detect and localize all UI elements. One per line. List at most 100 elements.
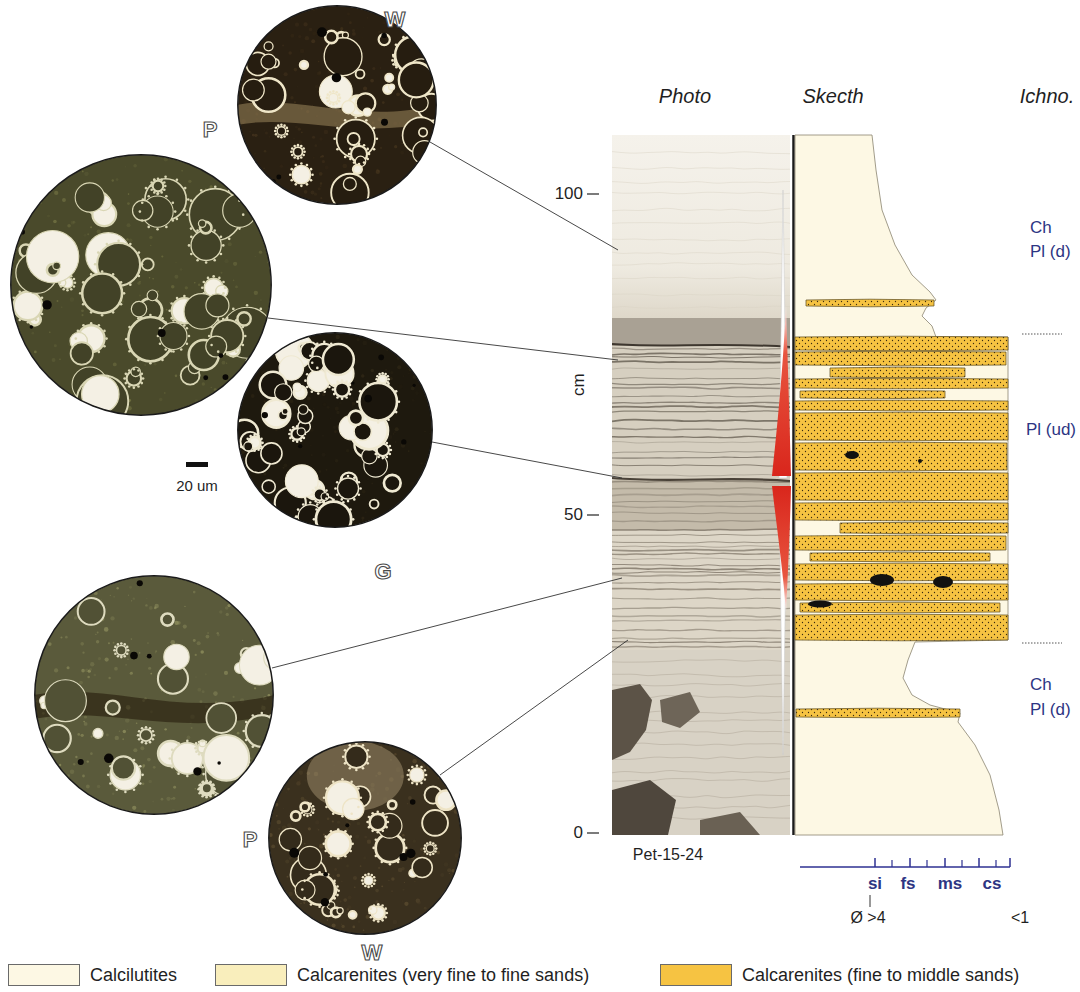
speck: [194, 159, 196, 161]
opaque-grain: [39, 760, 44, 765]
calcarenite-bed: [796, 708, 960, 718]
speck: [239, 363, 243, 367]
speck: [246, 515, 250, 519]
speck: [267, 813, 270, 815]
foraminifer-spine: [245, 721, 248, 724]
speck: [352, 332, 355, 334]
foraminifer-spine: [368, 153, 371, 156]
foraminifer: [285, 465, 318, 498]
speck: [128, 238, 132, 242]
foraminifer-spine: [153, 191, 156, 194]
foraminifer-spine: [336, 148, 339, 151]
speck: [243, 392, 246, 395]
speck: [394, 347, 397, 350]
speck: [45, 406, 49, 410]
foraminifer-spine: [302, 503, 305, 506]
speck: [305, 341, 309, 345]
foraminifer-spine: [387, 375, 390, 378]
foraminifer-spine: [261, 442, 264, 445]
foraminifer-spine: [353, 161, 356, 164]
speck: [252, 102, 255, 105]
speck: [297, 484, 301, 488]
speck: [238, 64, 241, 67]
foraminifer: [198, 743, 208, 753]
foraminifer-spine: [214, 241, 217, 244]
foraminifer-spine: [186, 775, 189, 778]
axis-tick: [961, 860, 962, 867]
speck: [224, 259, 228, 263]
foraminifer-spine: [248, 761, 251, 764]
speck: [400, 151, 404, 155]
foraminifer-spine: [203, 292, 206, 295]
speck: [429, 177, 432, 180]
speck: [75, 189, 79, 193]
foraminifer-spine: [330, 342, 333, 345]
foraminifer: [201, 783, 213, 795]
speck: [233, 696, 235, 698]
speck: [421, 99, 425, 103]
foraminifer-spine: [66, 274, 69, 277]
foraminifer-spine: [176, 179, 179, 182]
speck: [94, 327, 98, 331]
speck: [435, 154, 437, 156]
foraminifer-spine: [290, 179, 293, 182]
foraminifer-spine: [152, 738, 155, 741]
foraminifer-spine: [333, 384, 336, 387]
speck: [243, 374, 247, 378]
photo-bedding-line: [612, 529, 790, 530]
foraminifer-spine: [190, 227, 193, 230]
foraminifer-spine: [303, 150, 306, 153]
photo-streak: [612, 239, 790, 241]
speck: [253, 165, 255, 167]
foraminifer-spine: [430, 126, 433, 129]
speck: [202, 382, 205, 385]
speck: [126, 390, 128, 392]
foraminifer: [275, 487, 306, 518]
speck: [276, 350, 277, 351]
foraminifer-spine: [283, 124, 286, 127]
foraminifer-spine: [375, 378, 378, 381]
foraminifer-spine: [188, 335, 191, 338]
speck: [333, 426, 336, 429]
speck: [429, 72, 433, 76]
foraminifer: [252, 78, 286, 112]
speck: [90, 226, 92, 228]
foraminifer: [203, 735, 249, 781]
foraminifer-spine: [141, 263, 144, 266]
speck: [371, 483, 373, 485]
speck: [294, 68, 298, 72]
foraminifer-spine: [214, 185, 217, 188]
speck: [256, 195, 257, 196]
opaque-grain: [104, 754, 114, 764]
foraminifer-spine: [195, 742, 198, 745]
foraminifer-spine: [332, 498, 335, 501]
photo-crack: [612, 478, 790, 481]
opaque-grain: [364, 395, 372, 403]
speck: [259, 32, 261, 34]
speck: [331, 179, 335, 183]
speck: [301, 494, 303, 496]
speck: [181, 206, 185, 210]
speck: [408, 450, 410, 452]
speck: [78, 683, 80, 685]
speck: [106, 760, 108, 762]
speck: [267, 188, 269, 190]
speck: [318, 90, 322, 94]
speck: [424, 7, 426, 9]
photo-bedding-line: [612, 348, 790, 350]
speck: [83, 721, 85, 723]
speck: [302, 382, 304, 384]
calcarenite-bed: [795, 502, 1008, 521]
speck: [418, 45, 419, 46]
speck: [142, 764, 145, 767]
foraminifer-spine: [137, 734, 140, 737]
photo-bedding-line: [612, 616, 790, 617]
speck: [368, 171, 369, 172]
foraminifer-chamber: [53, 262, 61, 270]
speck: [84, 715, 87, 718]
foraminifer: [324, 38, 362, 76]
speck: [106, 380, 109, 383]
speck: [284, 463, 288, 467]
foraminifer-spine: [141, 774, 144, 777]
speck: [267, 481, 269, 483]
